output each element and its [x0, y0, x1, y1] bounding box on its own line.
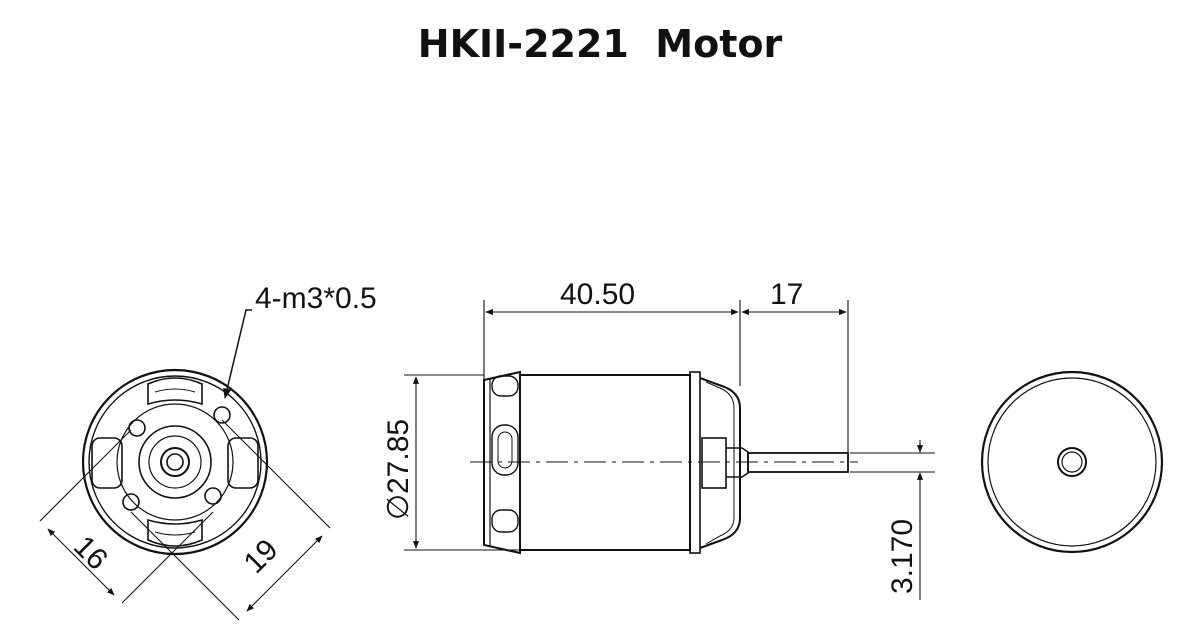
dimension-length: 40.50	[560, 278, 635, 311]
mount-hole	[128, 419, 146, 437]
dimension-diameter: 27.85	[382, 419, 415, 494]
mount-hole	[213, 406, 231, 424]
side-view: 40.50 17 ∅ 27.85 3.170	[382, 278, 935, 600]
mount-hole	[204, 487, 222, 505]
front-view: 4-m3*0.5 16 19	[39, 282, 377, 621]
drawing-title: HKII-2221 Motor	[417, 22, 783, 66]
thread-callout: 4-m3*0.5	[255, 282, 377, 315]
rear-view	[980, 370, 1164, 554]
diameter-symbol: ∅	[382, 494, 415, 520]
dimension-shaft-length: 17	[770, 278, 803, 311]
dimension-16: 16	[67, 530, 114, 577]
dimension-shaft-diameter: 3.170	[886, 519, 919, 594]
dimension-19: 19	[238, 533, 285, 580]
mount-hole	[122, 493, 140, 511]
